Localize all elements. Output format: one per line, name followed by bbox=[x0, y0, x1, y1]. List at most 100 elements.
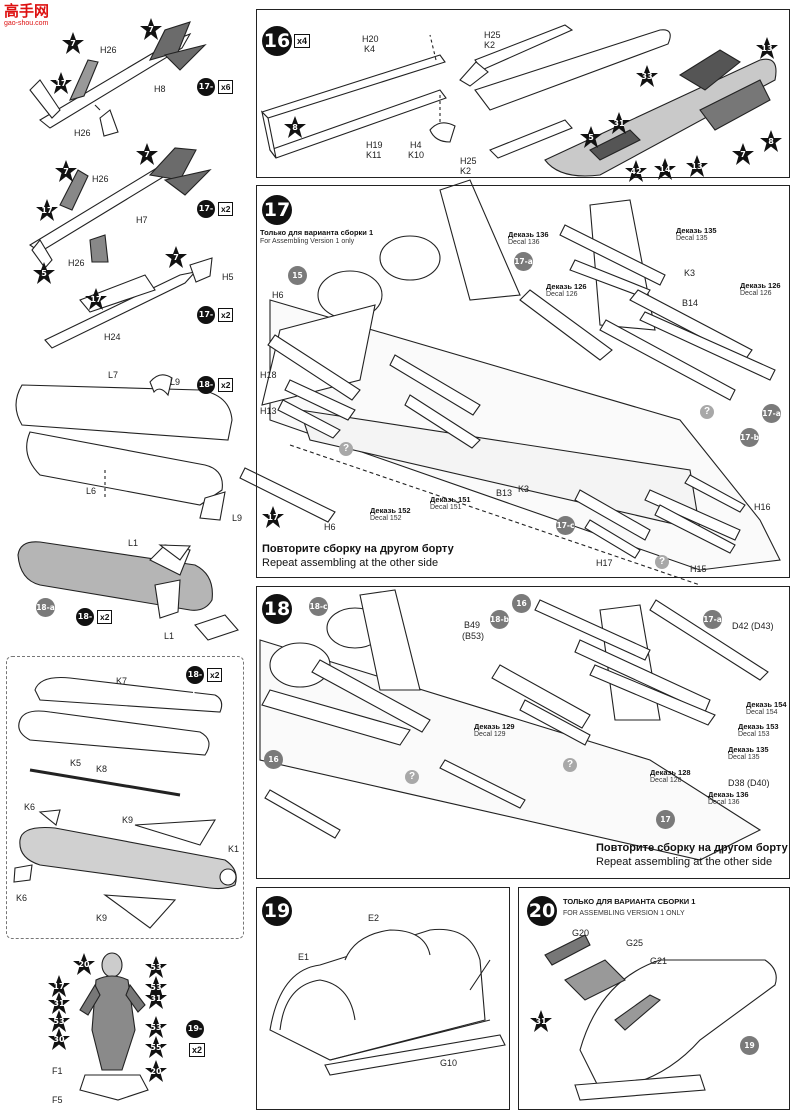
step20-note-en: FOR ASSEMBLING VERSION 1 ONLY bbox=[563, 910, 685, 917]
step17-note-ru: Только для варианта сборки 1 bbox=[260, 228, 374, 237]
paint-star-5: 5 bbox=[33, 262, 55, 284]
callout-17b-step17: 17-b bbox=[740, 428, 759, 447]
part-label-B14: B14 bbox=[682, 298, 699, 308]
part-label-G21: G21 bbox=[650, 956, 668, 966]
part-label-K2: K2 bbox=[460, 166, 472, 176]
decal-135-en: Decal 135 bbox=[728, 754, 760, 761]
part-label-L1: L1 bbox=[164, 631, 175, 641]
subassembly-18a-mult: x2 bbox=[218, 378, 234, 392]
paint-16-callout-a: 16 bbox=[512, 594, 531, 613]
part-label-B49: B49 bbox=[464, 620, 481, 630]
subassembly-17c-mult: x2 bbox=[218, 308, 234, 322]
decal-135-en: Decal 135 bbox=[676, 235, 708, 242]
paint-star-20: 20 bbox=[145, 1060, 167, 1082]
callout-18b-step18: 18-b bbox=[490, 610, 509, 629]
paint-star-7: 7 bbox=[732, 143, 754, 165]
paint-17-callout: 17 bbox=[656, 810, 675, 829]
watermark-title: 高手网 bbox=[4, 3, 50, 20]
paint-star-17: 17 bbox=[50, 72, 72, 94]
question-mark-icon: ? bbox=[563, 758, 577, 772]
paint-star-7: 7 bbox=[55, 160, 77, 182]
paint-star-13: 13 bbox=[756, 37, 778, 59]
callout-17a-step18: 17-a bbox=[703, 610, 722, 629]
part-label-G25: G25 bbox=[626, 938, 644, 948]
callout-18c-step18: 18-c bbox=[309, 597, 328, 616]
part-label-K2: K2 bbox=[484, 40, 496, 50]
part-label-K9: K9 bbox=[96, 913, 108, 923]
decal-151-ru: Деказь 151 bbox=[430, 495, 471, 504]
watermark-logo: 高手网 gao-shou.com bbox=[4, 4, 49, 28]
decal-128-en: Decal 128 bbox=[650, 777, 682, 784]
paint-star-55: 55 bbox=[145, 1036, 167, 1058]
decal-128-ru: Деказь 128 bbox=[650, 768, 691, 777]
part-label-H15: H15 bbox=[690, 564, 707, 574]
paint-star-5: 5 bbox=[580, 126, 602, 148]
step16-drawing bbox=[260, 24, 777, 177]
part-label-H6: H6 bbox=[324, 522, 336, 532]
subassembly-18c-mult: x2 bbox=[207, 668, 223, 682]
subassembly-18a-label: 18-a bbox=[197, 376, 215, 407]
part-label-H4: H4 bbox=[410, 140, 422, 150]
part-label-G10: G10 bbox=[440, 1058, 458, 1068]
paint-star-7: 7 bbox=[165, 246, 187, 268]
paint-15-callout: 15 bbox=[288, 266, 307, 285]
part-label-K5: K5 bbox=[70, 758, 82, 768]
part-label-H26: H26 bbox=[92, 174, 109, 184]
subassembly-18c-label: 18-c bbox=[186, 666, 204, 697]
decal-153-ru: Деказь 153 bbox=[738, 722, 779, 731]
paint-star-13: 13 bbox=[686, 155, 708, 177]
part-label-K10: K10 bbox=[408, 150, 425, 160]
step-number-20: 20 bbox=[527, 896, 557, 926]
part-label-H5: H5 bbox=[222, 272, 234, 282]
part-label-K7: K7 bbox=[116, 676, 128, 686]
callout-17a-step17: 17-a bbox=[514, 252, 533, 271]
part-label-K3: K3 bbox=[518, 484, 530, 494]
part-label-H26: H26 bbox=[68, 258, 85, 268]
part-label-K8: K8 bbox=[96, 764, 108, 774]
decal-126-ru: Деказь 126 bbox=[546, 282, 587, 291]
step20-bay-drawing bbox=[544, 934, 777, 1101]
step20-note-ru: ТОЛЬКО ДЛЯ ВАРИАНТА СБОРКИ 1 bbox=[563, 897, 696, 906]
watermark-url: gao-shou.com bbox=[4, 20, 49, 27]
question-mark-icon: ? bbox=[700, 405, 714, 419]
paint-star-7: 7 bbox=[136, 143, 158, 165]
question-mark-icon: ? bbox=[655, 555, 669, 569]
part-label-H18: H18 bbox=[260, 370, 277, 380]
subassembly-18b-mult: x2 bbox=[97, 610, 113, 624]
step17-repeat-en: Repeat assembling at the other side bbox=[262, 557, 439, 569]
part-label-K6: K6 bbox=[24, 802, 36, 812]
part-label-K4: K4 bbox=[364, 44, 376, 54]
paint-16-callout-b: 16 bbox=[264, 750, 283, 769]
step19-canopy-drawing bbox=[269, 928, 506, 1076]
question-mark-icon: ? bbox=[405, 770, 419, 784]
step16-panel bbox=[256, 9, 790, 178]
subassembly-18c-panel bbox=[6, 656, 244, 939]
part-label-L7: L7 bbox=[108, 370, 119, 380]
decal-126-ru: Деказь 126 bbox=[740, 281, 781, 290]
tank-18b-drawing bbox=[17, 541, 239, 641]
part-label-K9: K9 bbox=[122, 815, 134, 825]
part-label-L9: L9 bbox=[232, 513, 243, 523]
subassembly-19a-ref: 19-a bbox=[186, 1020, 204, 1051]
step17-repeat-ru: Повторите сборку на другом борту bbox=[262, 543, 454, 555]
subassembly-17a-label: 17-a bbox=[197, 78, 215, 109]
step-number-19: 19 bbox=[262, 896, 292, 926]
callout-17c-step17: 17-c bbox=[556, 516, 575, 535]
paint-19-callout: 19 bbox=[740, 1036, 759, 1055]
decal-136-en: Decal 136 bbox=[708, 799, 740, 806]
part-label-L1: L1 bbox=[128, 538, 139, 548]
part-label-H24: H24 bbox=[104, 332, 121, 342]
part-label-F1: F1 bbox=[52, 1066, 63, 1076]
part-label-H6: H6 bbox=[272, 290, 284, 300]
step20-panel bbox=[518, 887, 790, 1110]
step16-multiplier: x4 bbox=[294, 34, 311, 48]
missile-17b-drawing bbox=[28, 147, 212, 269]
part-label-L9: L9 bbox=[170, 377, 181, 387]
part-label-K1: K1 bbox=[228, 844, 240, 854]
decal-153-en: Decal 153 bbox=[738, 731, 770, 738]
paint-star-53: 53 bbox=[145, 956, 167, 978]
paint-star-31: 31 bbox=[145, 987, 167, 1009]
